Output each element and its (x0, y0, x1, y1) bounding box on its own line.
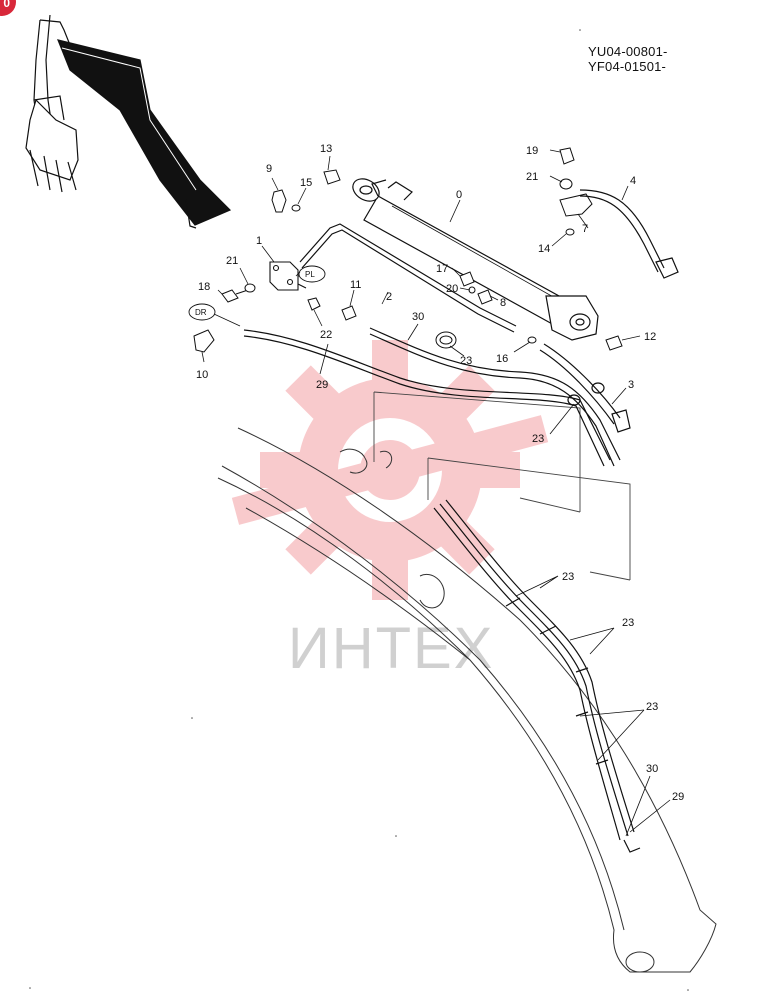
watermark-text: ИНТЕХ (288, 616, 494, 681)
port-tag-pl: PL (305, 270, 315, 279)
port-tag-dr: DR (195, 308, 207, 317)
manifold-block (269, 261, 308, 291)
boom-outline (217, 427, 717, 973)
callout-9: 9 (266, 163, 272, 175)
arm-cylinder (352, 178, 599, 341)
callout-11: 11 (350, 279, 361, 291)
callout-21-left: 21 (226, 255, 238, 267)
excavator-inset (25, 14, 232, 229)
callout-23-boom-2: 23 (622, 617, 634, 629)
detail-frame-lines (373, 391, 631, 581)
callout-labels: 0 1 2 3 4 7 8 9 10 11 12 13 14 15 16 17 … (196, 143, 684, 803)
serial-number-2: YF04-01501- (588, 59, 667, 74)
callout-14: 14 (538, 243, 550, 255)
scan-specks (29, 29, 689, 991)
callout-30-bottom: 30 (646, 763, 658, 775)
callout-12: 12 (644, 331, 656, 343)
callout-29-top: 29 (316, 379, 328, 391)
callout-30-top: 30 (412, 311, 424, 323)
callout-18: 18 (198, 281, 210, 293)
callout-17: 17 (436, 263, 448, 275)
fittings (193, 147, 623, 353)
callout-7: 7 (582, 223, 588, 235)
callout-leaders (201, 149, 671, 837)
callout-20: 20 (446, 283, 458, 295)
callout-21-right: 21 (526, 171, 538, 183)
callout-1: 1 (256, 235, 262, 247)
watermark-gear-logo (231, 340, 549, 600)
callout-19: 19 (526, 145, 538, 157)
callout-4: 4 (630, 175, 636, 187)
callout-8: 8 (500, 297, 506, 309)
hoses-and-pipes (243, 189, 679, 853)
port-tags: PL DR (188, 265, 326, 327)
callout-22: 22 (320, 329, 332, 341)
callout-0: 0 (456, 189, 462, 201)
callout-2: 2 (386, 291, 392, 303)
callout-23-clamp: 23 (460, 355, 472, 367)
callout-23-boom-3: 23 (646, 701, 658, 713)
corner-badge-text: 0 (3, 0, 10, 10)
callout-23-boom-1: 23 (562, 571, 574, 583)
callout-16: 16 (496, 353, 508, 365)
callout-10: 10 (196, 369, 208, 381)
callout-3: 3 (628, 379, 634, 391)
callout-13: 13 (320, 143, 332, 155)
callout-23-hose: 23 (532, 433, 544, 445)
callout-15: 15 (300, 177, 312, 189)
serial-number-1: YU04-00801- (588, 44, 668, 59)
callout-29-bottom: 29 (672, 791, 684, 803)
